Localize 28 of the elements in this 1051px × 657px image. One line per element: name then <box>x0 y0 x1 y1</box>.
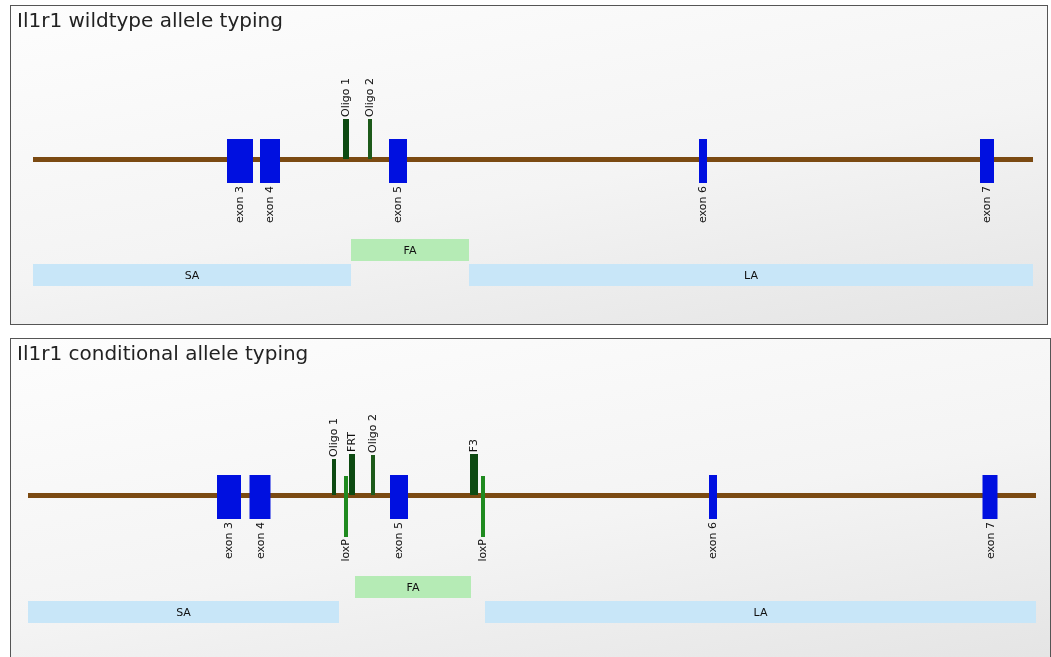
exon-label: exon 6 <box>707 522 719 559</box>
exon-label: exon 4 <box>254 522 266 559</box>
homology-arm: LA <box>485 601 1036 623</box>
marker-label: Oligo 2 <box>367 414 379 453</box>
homology-arm: FA <box>351 239 469 261</box>
site-label: loxP <box>340 539 352 562</box>
diagram-panel <box>10 338 1051 657</box>
exon-label: exon 7 <box>981 186 993 223</box>
exon-label: exon 5 <box>392 186 404 223</box>
exon-label: exon 6 <box>697 186 709 223</box>
marker-label: Oligo 1 <box>340 78 352 117</box>
marker-label: Oligo 1 <box>328 418 340 457</box>
marker-label: Oligo 2 <box>364 78 376 117</box>
marker-label: FRT <box>346 432 358 452</box>
panel-title: Il1r1 wildtype allele typing <box>17 8 283 32</box>
marker-label: F3 <box>468 438 480 452</box>
exon-label: exon 7 <box>984 522 996 559</box>
homology-arm: FA <box>355 576 471 598</box>
panel-title: Il1r1 conditional allele typing <box>17 341 309 365</box>
site-label: loxP <box>477 539 489 562</box>
exon-label: exon 5 <box>393 522 405 559</box>
homology-arm: SA <box>33 264 351 286</box>
homology-arm: SA <box>28 601 339 623</box>
exon-label: exon 4 <box>264 186 276 223</box>
diagram-panel <box>10 5 1048 325</box>
homology-arm: LA <box>469 264 1033 286</box>
exon-label: exon 3 <box>234 186 246 223</box>
exon-label: exon 3 <box>223 522 235 559</box>
